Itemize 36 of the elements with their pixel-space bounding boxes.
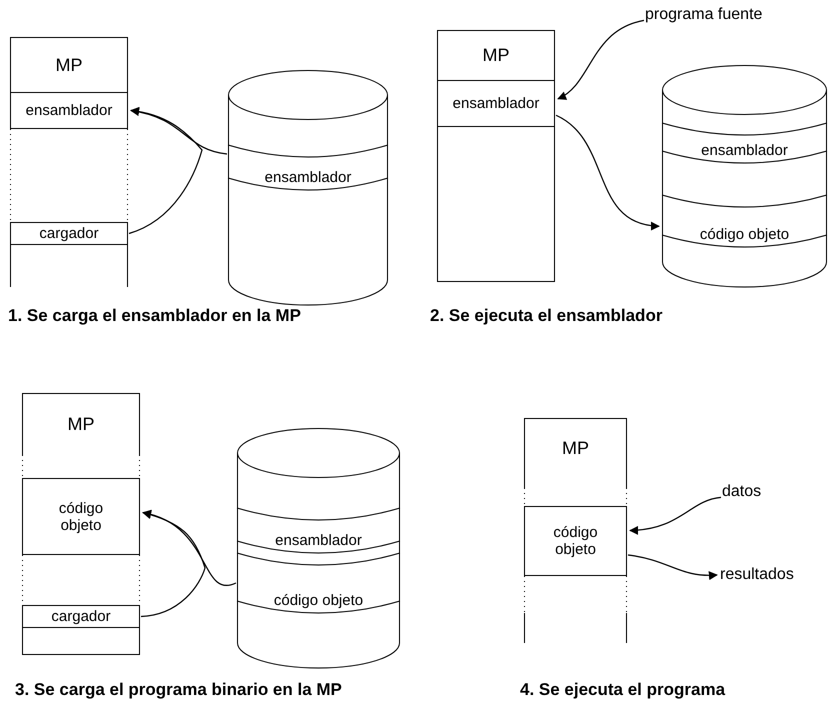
memory-column (437, 30, 555, 282)
text-label: resultados (720, 566, 794, 584)
memory-label: MP (561, 438, 590, 459)
memory-label: MP (54, 54, 84, 76)
memory-column (10, 37, 128, 287)
disk-region: ensamblador (237, 508, 400, 553)
memory-column (524, 418, 627, 643)
caption: 2. Se ejecuta el ensamblador (430, 306, 662, 326)
disk-cylinder (237, 428, 400, 668)
caption: 1. Se carga el ensamblador en la MP (8, 306, 301, 326)
memory-segment: código objeto (524, 506, 627, 576)
curved-arrow (142, 510, 236, 586)
caption: 4. Se ejecuta el programa (520, 680, 726, 700)
caption: 3. Se carga el programa binario en la MP (15, 680, 342, 700)
memory-segment: cargador (22, 605, 140, 628)
disk-region: código objeto (662, 195, 827, 247)
memory-column (22, 393, 140, 655)
curved-arrow (556, 114, 660, 230)
curved-arrow (128, 107, 203, 234)
curved-arrow (629, 496, 722, 534)
curved-arrow (140, 510, 206, 618)
memory-label: MP (482, 45, 510, 66)
disk-cylinder (228, 70, 388, 305)
text-label: programa fuente (645, 6, 762, 24)
memory-label: MP (66, 414, 96, 435)
disk-cylinder (662, 65, 827, 287)
memory-segment: ensamblador (10, 92, 128, 129)
disk-region: código objeto (237, 553, 400, 613)
curved-arrow (557, 20, 644, 100)
memory-segment: cargador (10, 222, 128, 245)
memory-segment: código objeto (22, 478, 140, 555)
text-label: datos (722, 483, 762, 501)
curved-arrow (628, 554, 718, 580)
disk-region: ensamblador (662, 123, 827, 163)
memory-segment: ensamblador (437, 80, 555, 127)
disk-region: ensamblador (228, 145, 388, 190)
